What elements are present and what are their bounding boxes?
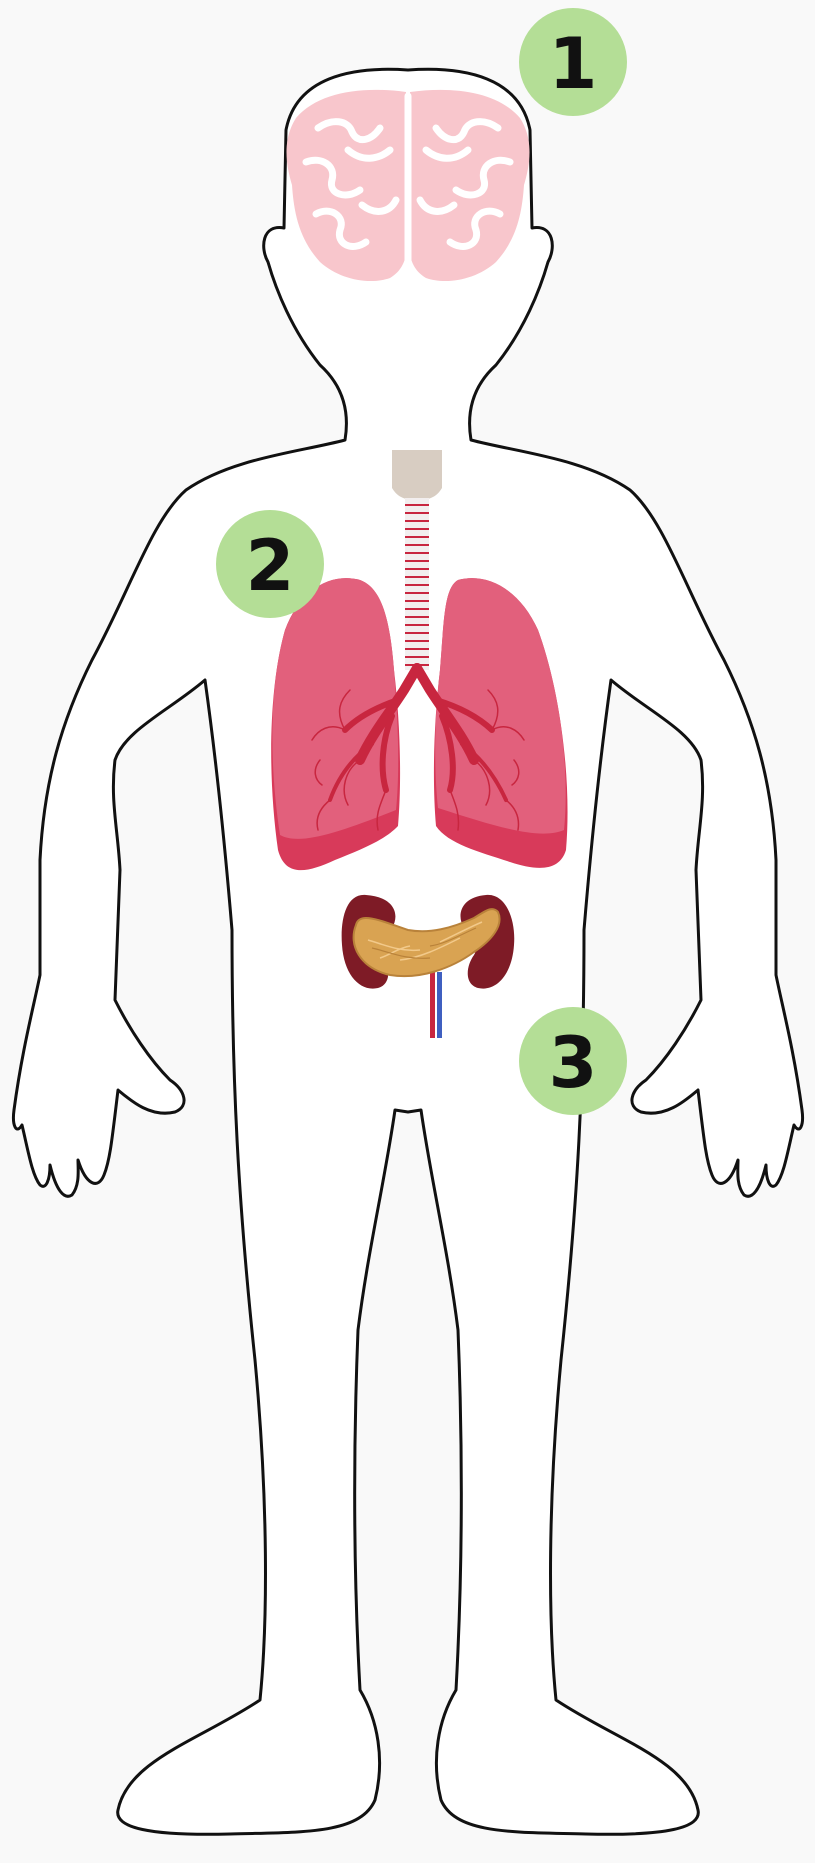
badge-1-label: 1: [549, 23, 598, 105]
badge-1: 1: [519, 8, 627, 116]
badge-3-label: 3: [549, 1022, 598, 1104]
vein: [437, 972, 442, 1038]
trachea-rings: [405, 505, 429, 665]
badge-2-label: 2: [246, 525, 295, 607]
brain-icon: [287, 90, 530, 281]
badge-2: 2: [216, 510, 324, 618]
badge-3: 3: [519, 1007, 627, 1115]
artery: [430, 972, 435, 1038]
